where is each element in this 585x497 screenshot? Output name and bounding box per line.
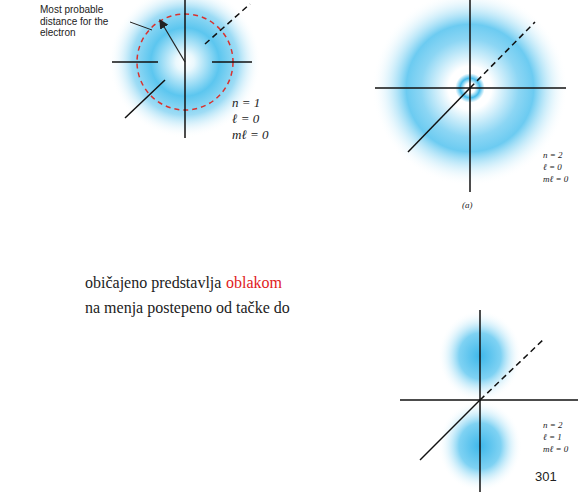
- quantum-number: ℓ = 0: [543, 162, 562, 172]
- quantum-number: mℓ = 0: [232, 128, 269, 143]
- quantum-number: ℓ = 1: [543, 432, 562, 442]
- page-number: 301: [535, 470, 557, 485]
- quantum-number: mℓ = 0: [543, 174, 568, 184]
- quantum-number: n = 2: [543, 150, 563, 160]
- body-text: na menja postepeno od tačke do: [85, 299, 290, 317]
- quantum-number: ℓ = 0: [232, 112, 259, 127]
- body-text-highlight: oblakom: [226, 274, 282, 292]
- quantum-number: mℓ = 0: [543, 444, 568, 454]
- quantum-number: n = 1: [232, 96, 260, 111]
- body-text: običajeno predstavlja: [85, 274, 221, 292]
- quantum-number: n = 2: [543, 420, 563, 430]
- callout-label: Most probable distance for the electron: [40, 4, 128, 39]
- figure-tag: (a): [462, 200, 473, 210]
